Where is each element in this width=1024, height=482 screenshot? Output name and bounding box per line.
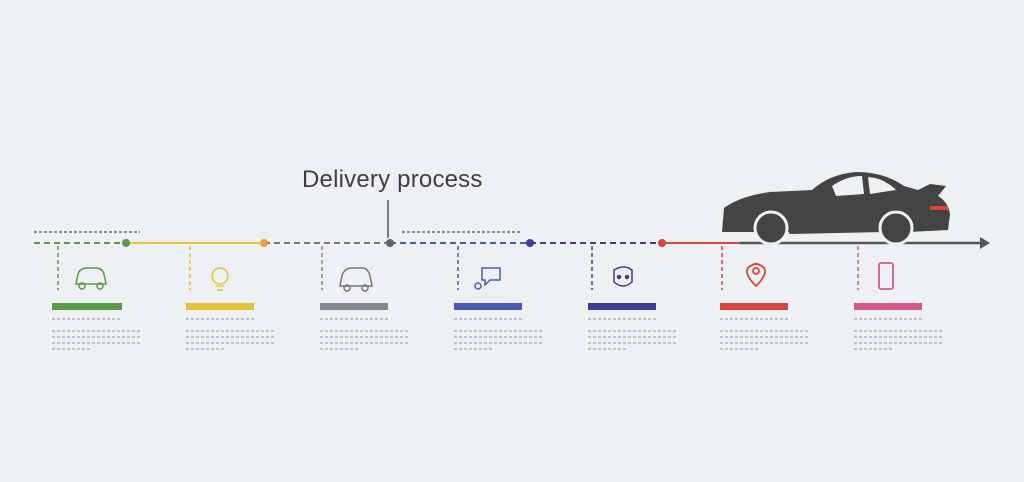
step-2-text — [186, 245, 282, 350]
step-7-text — [854, 245, 950, 350]
car-icon — [75, 267, 107, 290]
step-5-text — [588, 245, 684, 350]
face-icon — [613, 266, 633, 287]
step-3-text — [320, 245, 416, 350]
diagram-title: Delivery process — [302, 166, 483, 193]
car-silhouette-icon — [722, 172, 950, 246]
lightbulb-icon — [211, 267, 229, 291]
step-4-text — [454, 245, 550, 350]
phone-icon — [878, 262, 894, 290]
map-pin-icon — [746, 263, 766, 288]
step-1-text — [52, 245, 148, 350]
step-6-text — [720, 245, 816, 350]
car-outline-icon — [339, 267, 373, 292]
timeline-nodes — [122, 239, 666, 247]
step-connectors — [57, 246, 859, 290]
chat-bubble-icon — [474, 267, 501, 290]
